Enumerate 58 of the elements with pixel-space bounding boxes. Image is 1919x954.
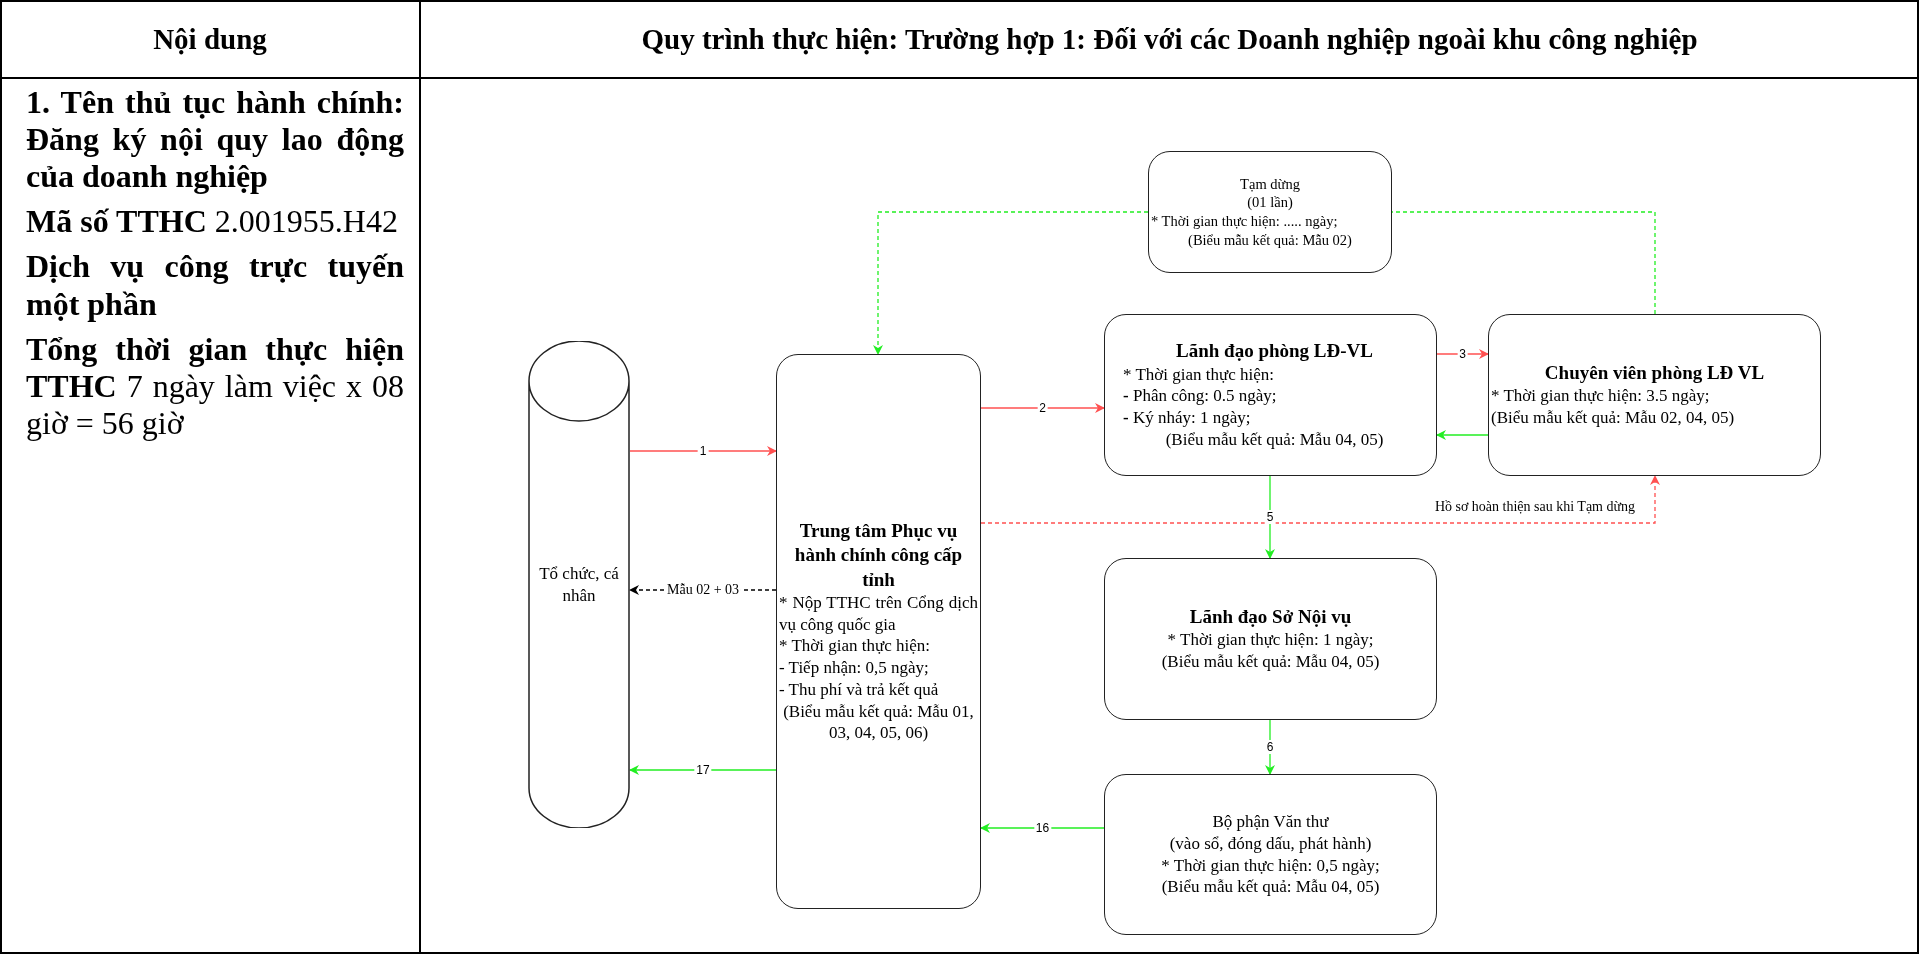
- cell-text: Mã số TTHC 2.001955.H42: [26, 203, 399, 241]
- edge-label: 3: [1457, 347, 1468, 361]
- box-text: Tạm dừng: [1239, 174, 1301, 194]
- dashed-arrow: [873, 211, 1149, 355]
- box-title: Trung tâm Phục vụ hành chính công cấp tỉnh: [793, 518, 964, 592]
- box-title: Lãnh đạo Sở Nội vụ: [1188, 605, 1353, 630]
- edge-label: 2: [1037, 401, 1048, 415]
- edge-label: 17: [694, 763, 712, 777]
- box-text: (Biểu mẫu kết quả: Mẫu 04, 05): [1160, 651, 1381, 673]
- arrow: [1436, 349, 1489, 359]
- process-box: [1104, 314, 1437, 476]
- edge-label: 1: [697, 444, 709, 458]
- process-box: [1104, 774, 1437, 935]
- dashed-arrow: [980, 475, 1660, 524]
- arrow: [1265, 719, 1275, 775]
- process-box: [1488, 314, 1821, 476]
- box-text: * Thời gian thực hiện: ..... ngày;: [1151, 212, 1339, 231]
- process-box: [776, 354, 981, 909]
- arrow: [1265, 475, 1275, 559]
- box-text: * Thời gian thực hiện: 3.5 ngày;: [1491, 385, 1711, 408]
- arrow: [629, 446, 777, 456]
- box-text: * Thời gian thực hiện: 0,5 ngày;: [1160, 854, 1381, 877]
- edge-label: Hồ sơ hoàn thiện sau khi Tạm dừng: [1432, 500, 1638, 514]
- edge-label: 5: [1264, 510, 1276, 524]
- cell-text: Dịch vụ công trực tuyến một phần: [26, 248, 404, 323]
- box-text: * Thời gian thực hiện:: [1123, 363, 1276, 386]
- box-text: (01 lần): [1246, 193, 1294, 212]
- box-text: - Ký nháy: 1 ngày;: [1123, 407, 1252, 429]
- box-text: Tổ chức, cá nhân: [538, 562, 620, 607]
- box-text: (Biểu mẫu kết quả: Mẫu 04, 05): [1160, 876, 1381, 898]
- cell-text: Tổng thời gian thực hiện TTHC 7 ngày làm việc x 08 giờ = 56 giờ: [26, 330, 404, 442]
- arrow: [980, 403, 1105, 413]
- box-text: (Biểu mẫu kết quả: Mẫu 02, 04, 05): [1491, 407, 1736, 429]
- cell-text: 1. Tên thủ tục hành chính: Đăng ký nội quy lao động của doanh nghiệp: [26, 84, 404, 196]
- edge-label: 6: [1264, 740, 1276, 754]
- box-text: - Phân công: 0.5 ngày;: [1123, 385, 1278, 408]
- process-box: [1104, 558, 1437, 720]
- box-text: (Biểu mẫu kết quả: Mẫu 02): [1187, 230, 1353, 250]
- cylinder-shape: [528, 341, 630, 828]
- box-title: Lãnh đạo phòng LĐ-VL: [1175, 339, 1374, 364]
- edge-label: Mẫu 02 + 03: [664, 583, 742, 597]
- box-text: * Nộp TTHC trên Cổng dịch vụ công quốc gia: [779, 591, 978, 636]
- column-header: Nội dung: [153, 22, 267, 56]
- arrow: [1436, 430, 1489, 440]
- edge-label: 16: [1033, 821, 1052, 835]
- box-text: Bộ phận Văn thư: [1211, 811, 1330, 833]
- process-box: [1148, 151, 1392, 273]
- box-text: (vào sổ, đóng dấu, phát hành): [1168, 832, 1373, 855]
- box-text: (Biểu mẫu kết quả: Mẫu 04, 05): [1164, 428, 1385, 451]
- box-text: (Biểu mẫu kết quả: Mẫu 01, 03, 04, 05, 06): [782, 700, 975, 745]
- box-text: - Thu phí và trả kết quả: [779, 678, 940, 701]
- arrow: [629, 765, 777, 775]
- column-header: Quy trình thực hiện: Trường hợp 1: Đối với các Doanh nghiệp ngoài khu công nghiệp: [641, 22, 1698, 56]
- arrow: [980, 823, 1105, 833]
- box-text: * Thời gian thực hiện: 1 ngày;: [1166, 629, 1375, 652]
- box-title: Chuyên viên phòng LĐ VL: [1543, 361, 1766, 386]
- box-text: - Tiếp nhận: 0,5 ngày;: [779, 657, 930, 679]
- box-text: * Thời gian thực hiện:: [779, 635, 932, 658]
